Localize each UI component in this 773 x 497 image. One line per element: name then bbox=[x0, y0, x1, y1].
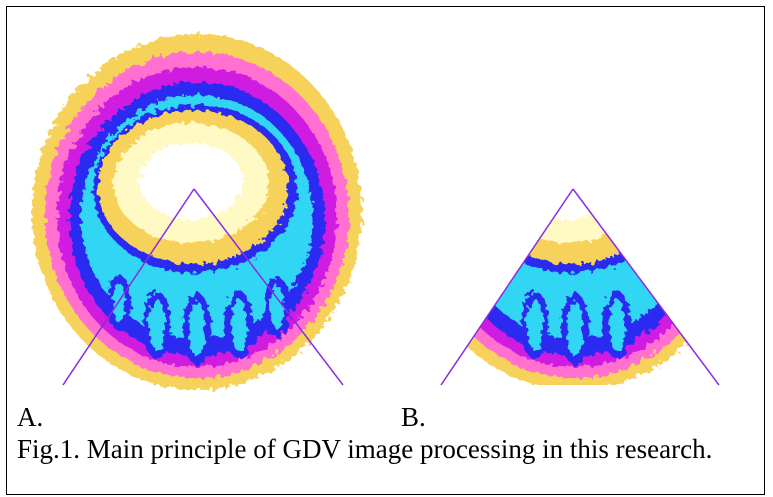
sector-lines-b bbox=[440, 188, 720, 386]
sector-lines-a bbox=[62, 188, 344, 386]
gdv-glow-full bbox=[32, 34, 362, 390]
figure-caption: Fig.1. Main principle of GDV image proce… bbox=[17, 434, 713, 464]
gdv-figure bbox=[32, 34, 720, 390]
panel-a-label: A. bbox=[17, 402, 44, 432]
figure-frame: A. B. Fig.1. Main principle of GDV image… bbox=[6, 6, 765, 495]
gdv-glow-sector bbox=[441, 189, 719, 385]
panel-b-label: B. bbox=[401, 402, 426, 432]
